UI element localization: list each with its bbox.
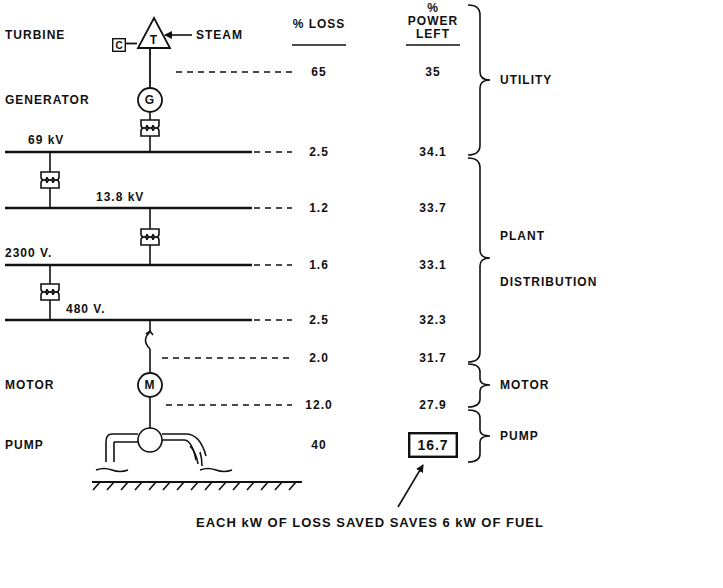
group-label: MOTOR — [500, 379, 549, 392]
generator-symbol: G — [137, 87, 163, 113]
value-number: 35 — [425, 66, 440, 79]
circle-outline — [138, 373, 162, 397]
voltage-label: 13.8 kV — [96, 191, 144, 204]
box-outline — [409, 433, 457, 457]
column-header: % LOSS — [293, 18, 346, 31]
part-name: PUMP — [5, 439, 44, 452]
node-text: G — [145, 94, 155, 107]
value-number: 27.9 — [419, 399, 446, 412]
dashed-leader — [162, 72, 292, 405]
value-number: 31.7 — [419, 352, 446, 365]
value-number: 1.2 — [309, 202, 329, 215]
group-label: UTILITY — [500, 74, 552, 87]
bus-bar — [5, 152, 252, 320]
shaft-line — [149, 49, 151, 87]
value-number: 33.1 — [419, 259, 446, 272]
voltage-label: 69 kV — [28, 134, 64, 147]
breaker-symbol — [146, 320, 154, 372]
value-number: 12.0 — [305, 399, 332, 412]
node-text: T — [150, 34, 158, 47]
group-label: PLANT — [500, 230, 545, 243]
voltage-label: 2300 V. — [5, 247, 52, 260]
condenser-box: C — [112, 38, 126, 52]
column-header: % POWER LEFT — [406, 2, 460, 41]
transformer-symbol — [41, 152, 159, 320]
pump-illustration — [92, 398, 302, 490]
value-number: 2.0 — [309, 352, 329, 365]
bracket — [468, 5, 490, 462]
shaft-line — [126, 43, 137, 45]
value-number: 34.1 — [419, 146, 446, 159]
part-name: MOTOR — [5, 379, 54, 392]
part-name: STEAM — [196, 29, 243, 42]
node-text: M — [145, 379, 156, 392]
voltage-label: 480 V. — [66, 303, 106, 316]
box-outline — [113, 39, 126, 52]
value-number: 33.7 — [419, 202, 446, 215]
steam-arrow — [165, 34, 192, 36]
caption: EACH kW OF LOSS SAVED SAVES 6 kW OF FUEL — [196, 516, 544, 529]
value-number: 2.5 — [309, 314, 329, 327]
circle-outline — [138, 88, 162, 112]
transformer-symbol — [141, 113, 159, 152]
part-name: GENERATOR — [5, 94, 90, 107]
result-box: 16.7 — [408, 432, 458, 458]
node-text: C — [115, 39, 122, 52]
value-number: 1.6 — [309, 259, 329, 272]
triangle-outline — [138, 18, 170, 48]
turbine-symbol: T — [137, 17, 171, 49]
group-label: DISTRIBUTION — [500, 276, 597, 289]
group-label: PUMP — [500, 430, 539, 443]
part-name: TURBINE — [5, 29, 65, 42]
pointer-arrow — [398, 465, 423, 507]
value-number: 32.3 — [419, 314, 446, 327]
node-text: 16.7 — [417, 439, 448, 452]
value-number: 65 — [311, 66, 326, 79]
value-number: 40 — [311, 439, 326, 452]
motor-symbol: M — [137, 372, 163, 398]
value-number: 2.5 — [309, 146, 329, 159]
